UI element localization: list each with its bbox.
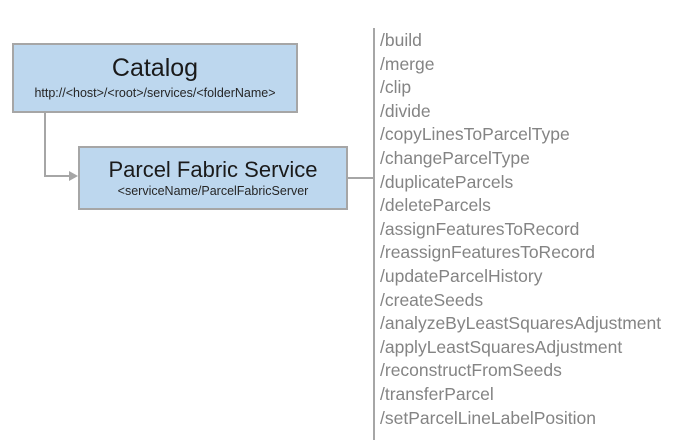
connector-service-to-operations (348, 177, 375, 179)
operation-item[interactable]: /duplicateParcels (380, 171, 514, 192)
node-parcel-fabric-service: Parcel Fabric Service <serviceName/Parce… (78, 146, 348, 210)
node-parcel-fabric-service-title: Parcel Fabric Service (108, 156, 318, 182)
node-catalog: Catalog http://<host>/<root>/services/<f… (12, 43, 298, 113)
operation-item[interactable]: /reassignFeaturesToRecord (380, 242, 595, 263)
operation-item[interactable]: /reconstructFromSeeds (380, 360, 562, 381)
operation-item[interactable]: /createSeeds (380, 289, 484, 310)
connector-catalog-to-service-horizontal (44, 175, 70, 177)
operation-item[interactable]: /transferParcel (380, 383, 494, 404)
node-catalog-url: http://<host>/<root>/services/<folderNam… (34, 85, 276, 100)
operation-item[interactable]: /divide (380, 100, 431, 121)
operation-item[interactable]: /merge (380, 53, 435, 74)
operation-item[interactable]: /changeParcelType (380, 147, 530, 168)
operation-item[interactable]: /deleteParcels (380, 195, 491, 216)
operation-item[interactable]: /analyzeByLeastSquaresAdjustment (380, 313, 662, 334)
operations-divider-line (373, 28, 375, 440)
connector-catalog-to-service-vertical (44, 113, 46, 177)
operation-item[interactable]: /assignFeaturesToRecord (380, 218, 580, 239)
operation-item[interactable]: /build (380, 30, 422, 50)
operation-item[interactable]: /applyLeastSquaresAdjustment (380, 336, 623, 357)
operation-item[interactable]: /setParcelLineLabelPosition (380, 407, 596, 428)
operation-item[interactable]: /clip (380, 77, 412, 98)
operation-item[interactable]: /copyLinesToParcelType (380, 124, 570, 145)
arrow-head-icon (69, 171, 78, 181)
node-parcel-fabric-service-url: <serviceName/ParcelFabricServer (117, 183, 309, 198)
operation-item[interactable]: /updateParcelHistory (380, 265, 543, 286)
node-catalog-title: Catalog (111, 54, 199, 83)
operations-list: /build/merge/clip/divide/copyLinesToParc… (380, 29, 680, 430)
